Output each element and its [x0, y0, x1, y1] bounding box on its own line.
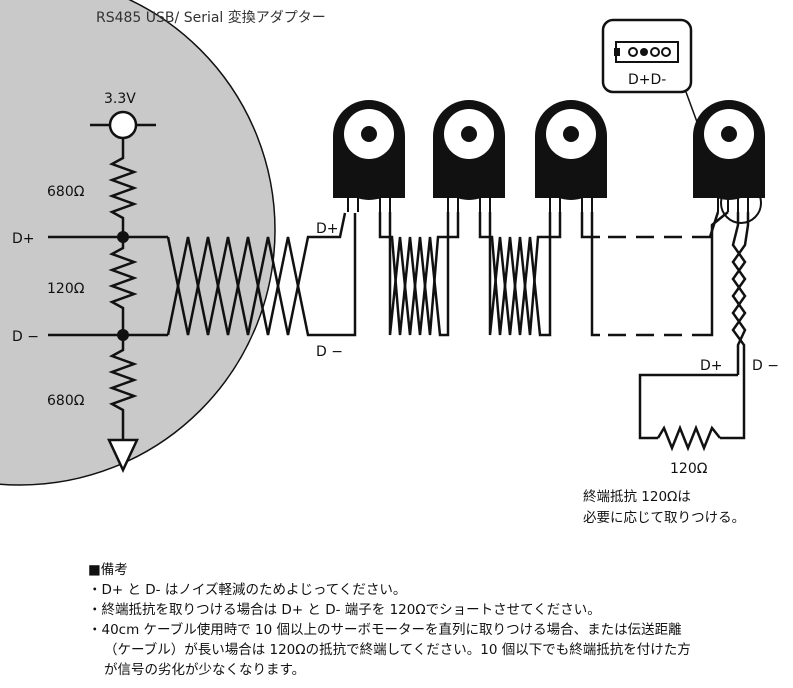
resistor-680-top-icon	[108, 148, 138, 237]
note-item-3: ・40cm ケーブル使用時で 10 個以上のサーボモーターを直列に取りつける場合…	[88, 622, 682, 638]
resistor-120-label: 120Ω	[47, 281, 85, 297]
termination-caption: 終端抵抗 120Ωは 必要に応じて取りつける。	[583, 487, 745, 529]
voltage-source-icon	[90, 110, 156, 148]
twisted-pair-main	[166, 212, 357, 337]
resistor-680-bottom-label: 680Ω	[47, 393, 85, 409]
servo-motor-3	[535, 100, 607, 212]
connector-pin-label: D+D-	[628, 72, 666, 88]
note-item-2: ・終端抵抗を取りつける場合は D+ と D- 端子を 120Ωでショートさせてく…	[88, 602, 601, 618]
connector-callout	[601, 18, 762, 224]
dplus-left-label: D+	[12, 231, 35, 247]
caption-line-2: 必要に応じて取りつける。	[583, 510, 746, 526]
resistor-680-bottom-icon	[108, 335, 138, 440]
servo-motor-2	[433, 100, 505, 212]
termination-twisted-lead	[638, 212, 750, 452]
dplus-junction	[117, 231, 129, 243]
adapter-title: RS485 USB/ Serial 変換アダプター	[96, 9, 326, 26]
daisy-chain-wiring	[378, 211, 729, 337]
caption-line-1: 終端抵抗 120Ωは	[583, 489, 691, 505]
ground-icon	[107, 438, 139, 473]
servo-motor-1	[333, 100, 405, 212]
note-item-3-cont-2: が信号の劣化が少なくなります。	[104, 662, 306, 678]
adapter-body	[0, 0, 276, 486]
notes-section: ■備考 ・D+ と D- はノイズ軽減のためよじってください。 ・終端抵抗を取り…	[88, 560, 788, 680]
notes-heading: ■備考	[88, 562, 128, 578]
dminus-cable-label: D −	[316, 344, 343, 360]
voltage-label: 3.3V	[104, 91, 136, 107]
resistor-120-icon	[108, 237, 138, 335]
dminus-term-label: D −	[752, 358, 779, 374]
rs485-wiring-diagram: RS485 USB/ Serial 変換アダプター 3.3V 680Ω 120Ω…	[0, 0, 779, 486]
note-item-1: ・D+ と D- はノイズ軽減のためよじってください。	[88, 582, 407, 598]
dplus-cable-label: D+	[316, 221, 339, 237]
servo-motor-4	[693, 100, 765, 212]
resistor-120-term-icon	[656, 424, 721, 452]
dplus-term-label: D+	[700, 358, 723, 374]
dminus-left-label: D −	[12, 329, 39, 345]
resistor-120-term-label: 120Ω	[670, 461, 708, 477]
dminus-junction	[117, 329, 129, 341]
resistor-680-top-label: 680Ω	[47, 184, 85, 200]
note-item-3-cont-1: （ケーブル）が長い場合は 120Ωの抵抗で終端してください。10 個以下でも終端…	[104, 642, 691, 658]
